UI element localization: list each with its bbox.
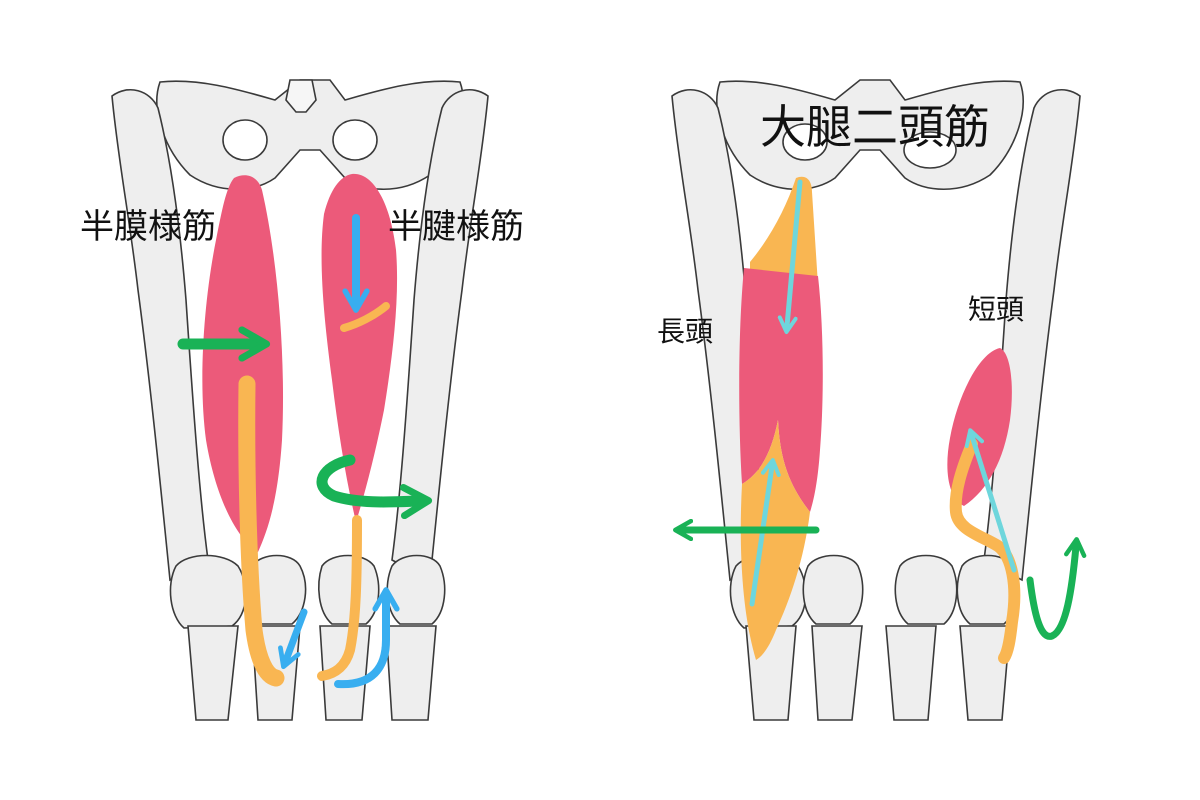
blue-arrow	[278, 608, 308, 670]
semitendinosus-tendon	[317, 515, 362, 681]
blue-arrow	[334, 587, 400, 689]
semitendinosus-label: 半腱様筋	[388, 207, 524, 247]
right-tibia-c	[885, 625, 937, 721]
left-knee-a	[169, 554, 247, 629]
semimembranosus-label: 半膜様筋	[80, 207, 216, 247]
right-obturator-l	[782, 123, 828, 161]
left-knee-c	[318, 554, 380, 625]
left-femur-b	[391, 88, 489, 582]
right-femur-b	[983, 88, 1081, 582]
left-obturator-r	[332, 119, 378, 161]
left-tibia-d	[385, 625, 437, 721]
right-tibia-d	[959, 625, 1011, 721]
right-obturator-r	[903, 131, 957, 169]
cyan-arrow	[749, 458, 781, 607]
long-head-label: 長頭	[657, 315, 714, 348]
short-head-label: 短頭	[968, 293, 1025, 326]
green-arrow	[1026, 537, 1087, 640]
right-knee-c	[894, 554, 958, 625]
long-head-muscle	[739, 268, 823, 512]
right-knee-b	[802, 554, 864, 625]
right-skeleton	[671, 79, 1081, 721]
long-head-distal-tendon	[740, 420, 810, 660]
semitendinosus-muscle	[321, 173, 398, 522]
short-head-tendon	[949, 438, 1021, 664]
cyan-arrow	[964, 428, 1017, 573]
long-head-proximal-tendon	[750, 176, 818, 285]
semimembranosus-muscle	[202, 175, 284, 553]
left-knee-d	[386, 554, 446, 625]
right-tibia-b	[811, 625, 863, 721]
semitendinosus-inscription	[340, 302, 390, 332]
semimembranosus-tendon	[238, 375, 285, 687]
left-obturator-l	[222, 119, 268, 161]
left-tibia-a	[187, 625, 239, 721]
left-femur-a	[111, 88, 209, 582]
cyan-arrow	[777, 179, 803, 334]
green-arrow	[316, 454, 433, 520]
left-sacrum	[285, 79, 317, 113]
biceps-femoris-label: 大腿二頭筋	[760, 100, 990, 154]
